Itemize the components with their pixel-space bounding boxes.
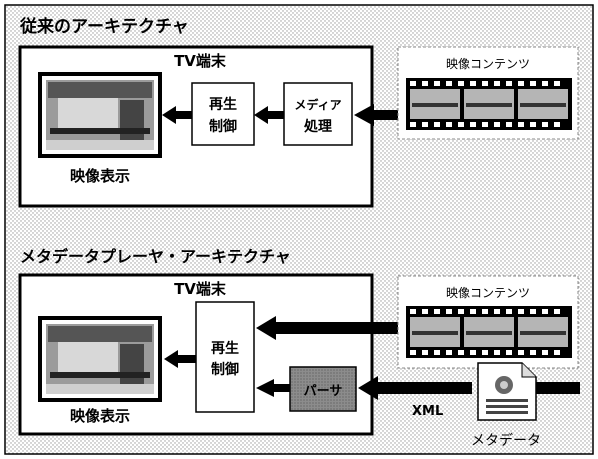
top-playback-line1: 再生 xyxy=(209,96,237,113)
bottom-parser-label: パーサ xyxy=(304,384,343,399)
bottom-parser-box xyxy=(289,366,357,412)
top-video-display-icon xyxy=(38,72,162,158)
top-arrow-media-to-playback xyxy=(254,106,284,124)
bottom-arrow-playback-to-display xyxy=(164,350,196,368)
bottom-video-display-icon xyxy=(38,316,162,402)
bottom-content-label: 映像コンテンツ xyxy=(446,286,530,300)
top-display-label: 映像表示 xyxy=(70,167,130,185)
top-arrow-content-to-media xyxy=(354,104,402,126)
top-film-strip-icon xyxy=(406,78,572,130)
top-playback-control-box xyxy=(191,82,255,146)
bottom-tv-title: TV端末 xyxy=(174,280,227,298)
bottom-film-strip-icon xyxy=(406,306,572,358)
top-tv-title: TV端末 xyxy=(174,52,227,70)
top-playback-line2: 制御 xyxy=(209,118,237,135)
bottom-arrow-content-to-playback xyxy=(256,316,410,340)
top-media-line1: メディア xyxy=(294,97,341,112)
bottom-arrow-parser-to-playback xyxy=(256,379,290,397)
bottom-playback-line1: 再生 xyxy=(211,340,239,357)
top-section-title: 従来のアーキテクチャ xyxy=(19,16,189,37)
bottom-playback-control-box xyxy=(195,301,255,413)
bottom-section-title: メタデータプレーヤ・アーキテクチャ xyxy=(20,247,291,266)
bottom-display-label: 映像表示 xyxy=(70,407,130,425)
top-arrow-playback-to-display xyxy=(162,106,192,124)
xml-label: XML xyxy=(412,404,443,419)
top-content-label: 映像コンテンツ xyxy=(446,57,530,71)
bottom-playback-line2: 制御 xyxy=(211,361,239,378)
bottom-arrow-metadata-to-parser xyxy=(358,376,580,400)
metadata-label: メタデータ xyxy=(471,432,541,449)
top-media-processing-box xyxy=(283,82,353,146)
metadata-document-icon xyxy=(477,362,537,421)
top-media-line2: 処理 xyxy=(303,118,332,135)
